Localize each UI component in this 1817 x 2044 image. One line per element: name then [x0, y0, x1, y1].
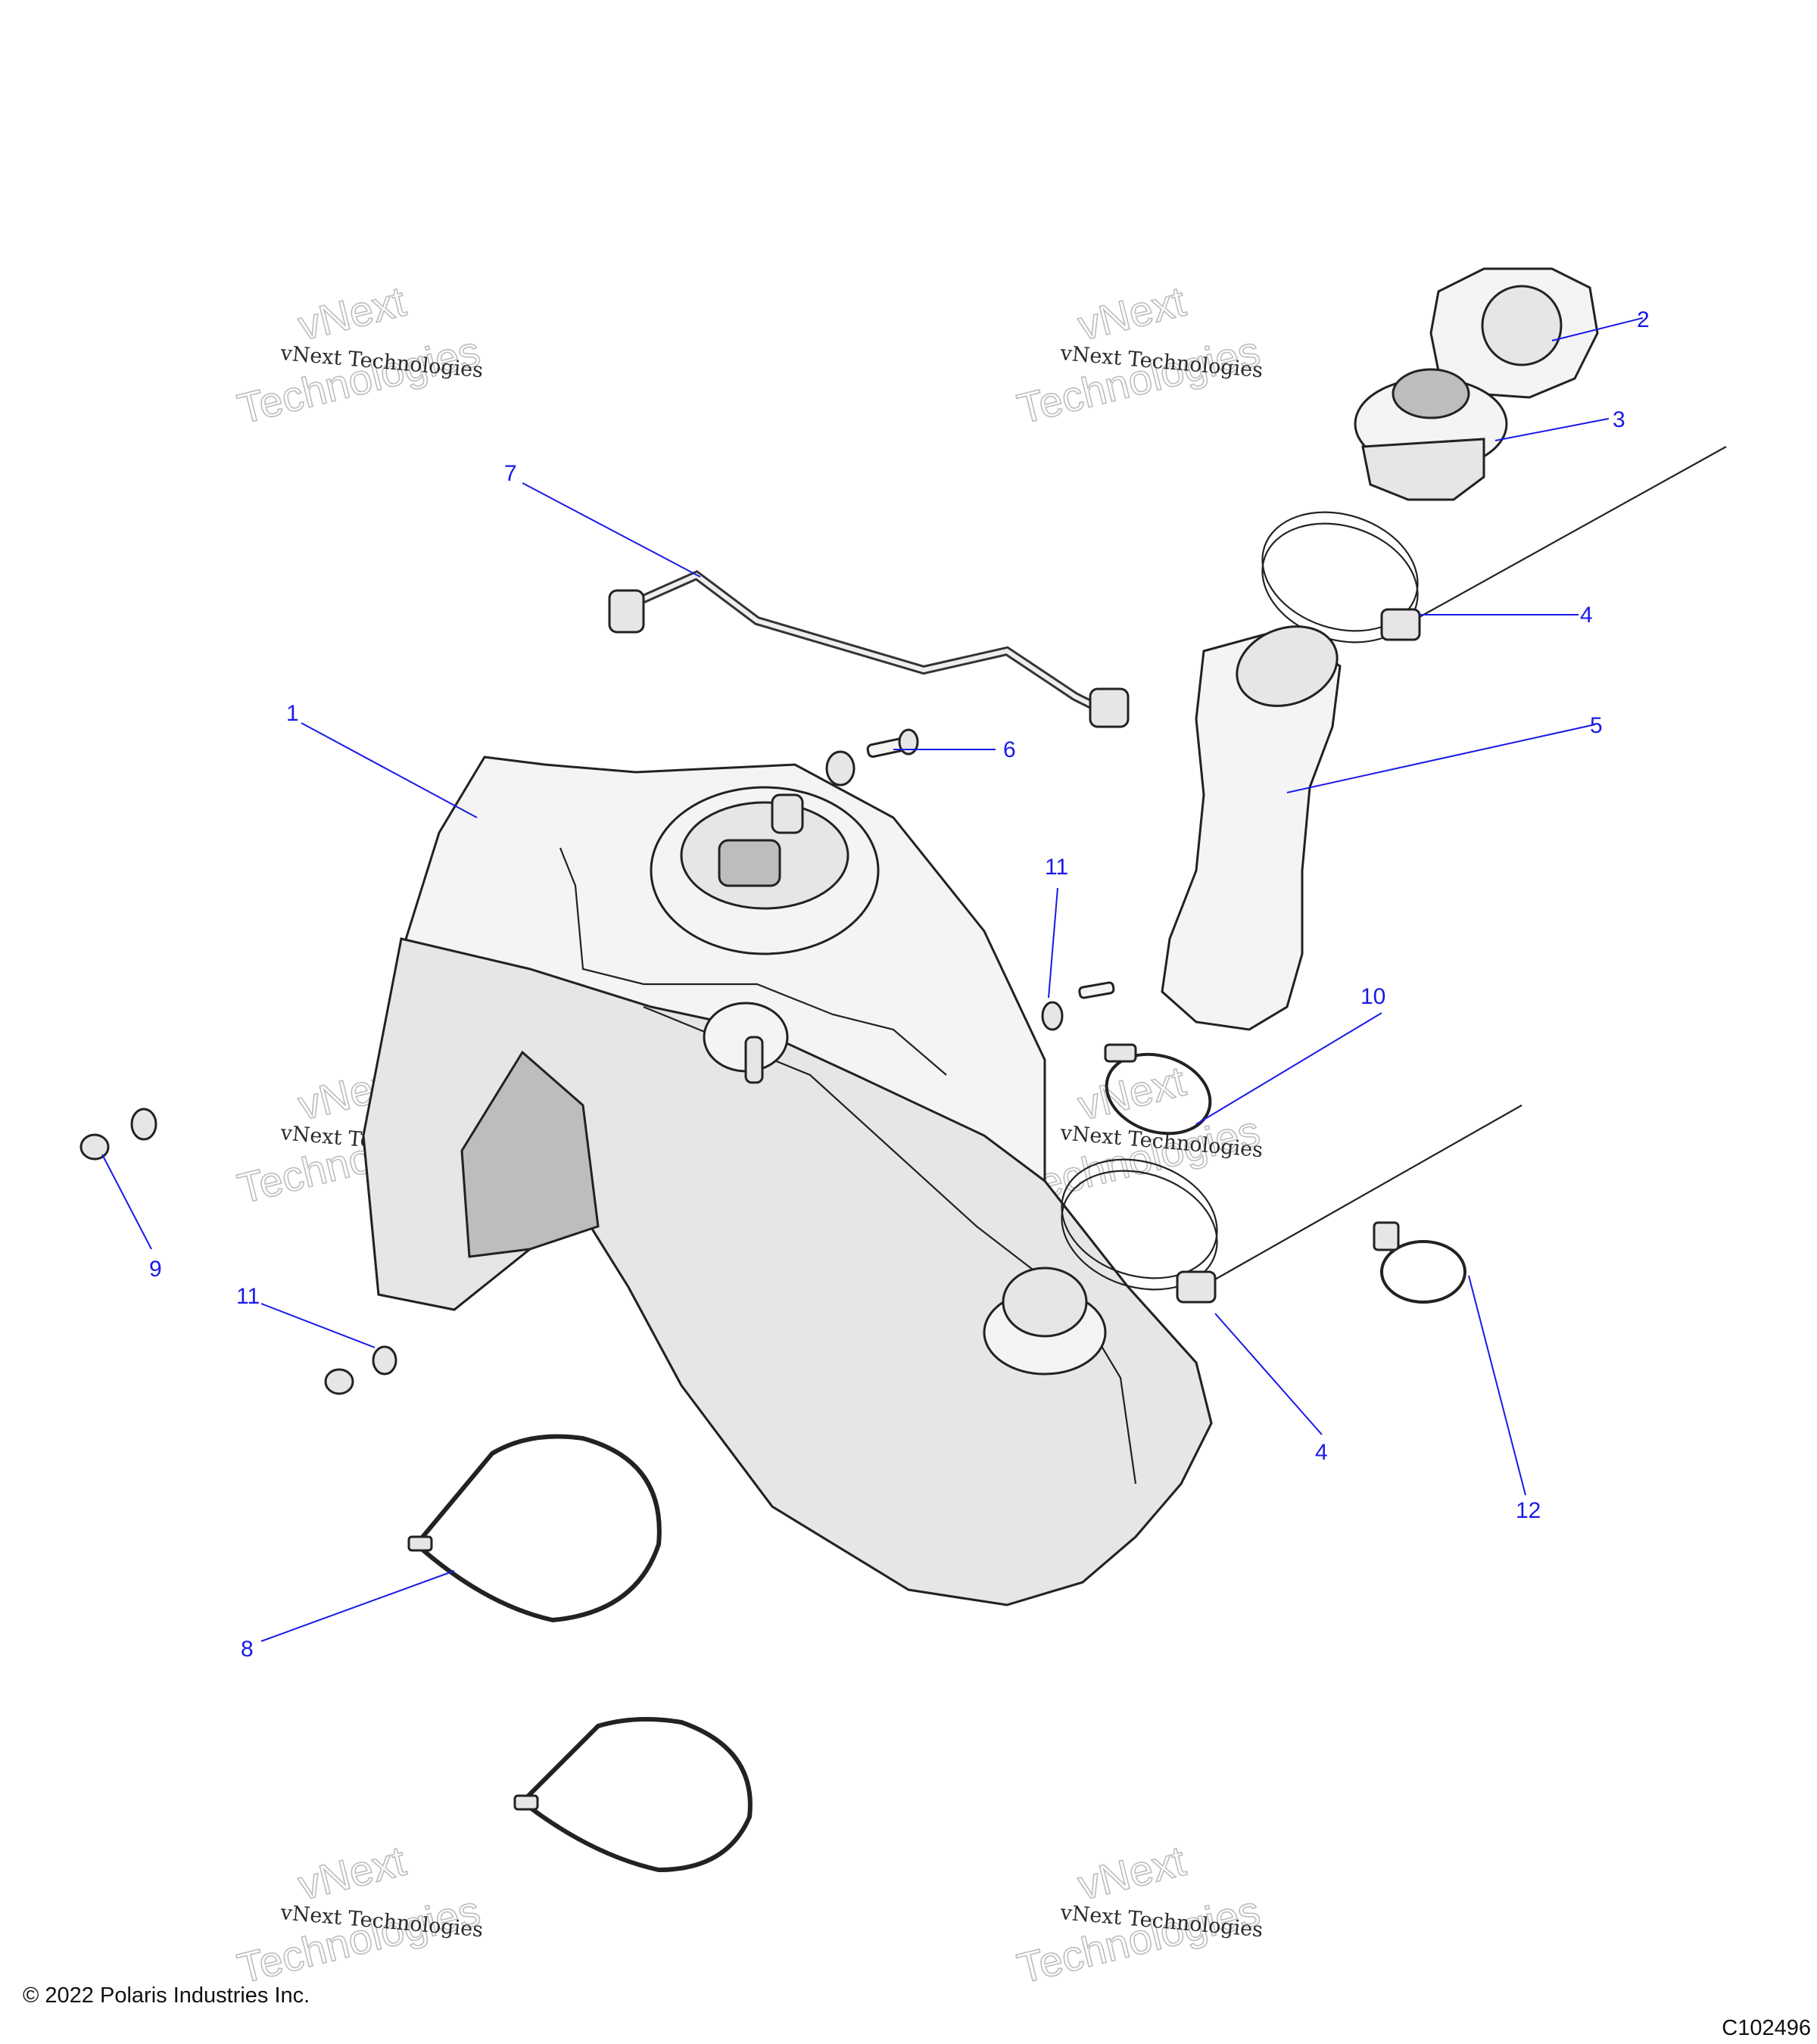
- callout-2: 2: [1637, 307, 1650, 332]
- watermark-top-left: vNext Technologies vNext Technologies: [232, 276, 485, 433]
- hose-clamp-upper-buckle: [1380, 608, 1421, 641]
- watermark-big-text: Technologies: [233, 1886, 485, 1992]
- leader-12: [1468, 1275, 1526, 1496]
- fuel-tank-ridge-line: [643, 1005, 1137, 1485]
- filler-hose-part: [1161, 625, 1342, 1031]
- watermark-big-text: Technologies: [1013, 326, 1264, 432]
- filler-adapter-threads: [1392, 368, 1470, 419]
- callout-4-upper: 4: [1580, 603, 1593, 628]
- clip-clamp-part: [1373, 1221, 1466, 1304]
- hose-clamp-lower-buckle: [1176, 1270, 1217, 1304]
- bolt-washer: [825, 750, 856, 787]
- watermark-bottom-right: vNext Technologies vNext Technologies: [1012, 1836, 1265, 1993]
- callout-10: 10: [1360, 984, 1385, 1009]
- strap-upper-part: [407, 1434, 662, 1623]
- leader-11b: [260, 1303, 376, 1348]
- callout-12: 12: [1516, 1498, 1541, 1523]
- hose-clamp-upper-band: [1261, 511, 1419, 632]
- vent-port-nipple: [744, 1036, 764, 1084]
- fuel-cap-label-disc: [1481, 285, 1563, 366]
- clip-clamp-tab: [1373, 1221, 1400, 1251]
- nut-9: [79, 1133, 110, 1161]
- leader-1: [301, 722, 478, 818]
- small-clamp-band: [1105, 1052, 1212, 1136]
- small-clamp-part: [1104, 1043, 1212, 1136]
- vent-tube-fitting-right: [1089, 687, 1130, 728]
- callout-7: 7: [504, 461, 517, 486]
- callout-4-lower: 4: [1315, 1440, 1328, 1465]
- hose-clamp-lower-band: [1061, 1158, 1218, 1279]
- bolt-11-upper: [1078, 981, 1115, 999]
- fuel-tank-seam-line: [559, 847, 947, 1076]
- nut-11-lower: [324, 1368, 354, 1395]
- hose-clamp-upper-part: [1261, 446, 1727, 643]
- copyright-text: © 2022 Polaris Industries Inc.: [23, 1983, 310, 2008]
- watermark-big-text: Technologies: [1013, 1886, 1264, 1992]
- watermark-big-text: vNext: [1074, 1837, 1191, 1909]
- callout-5: 5: [1590, 713, 1603, 738]
- filler-adapter-body: [1361, 438, 1485, 501]
- watermark-big-text: Technologies: [233, 326, 485, 432]
- callout-11-upper: 11: [1045, 855, 1068, 880]
- leader-4b: [1214, 1313, 1323, 1435]
- washer-11-part: [324, 981, 1115, 1395]
- callout-9: 9: [149, 1257, 162, 1282]
- filler-hose-body: [1161, 627, 1342, 1031]
- washer-11-upper: [1041, 1001, 1064, 1031]
- strap-lower-loop: [519, 1717, 753, 1873]
- filler-neck-opening: [1002, 1267, 1088, 1338]
- strap-lower-part: [513, 1717, 753, 1873]
- hose-clamp-lower-part: [1061, 1105, 1522, 1304]
- fuel-pump-connector: [718, 839, 781, 887]
- watermark-big-text: vNext: [1074, 277, 1191, 350]
- watermark-big-text: vNext: [294, 1837, 411, 1909]
- callout-1: 1: [286, 701, 299, 726]
- bolt-part: [825, 728, 919, 787]
- leader-3: [1494, 418, 1610, 441]
- vent-tube-line-inner: [627, 572, 1107, 714]
- leader-7: [522, 482, 701, 578]
- hose-clamp-upper-tail: [1419, 446, 1727, 618]
- fuel-pump-outlet: [771, 793, 804, 834]
- callout-8: 8: [241, 1637, 254, 1662]
- strap-lower-buckle: [513, 1794, 539, 1811]
- leader-9: [101, 1154, 152, 1250]
- filler-hose-opening: [1236, 625, 1339, 707]
- clip-clamp-band: [1380, 1240, 1466, 1304]
- callout-11-lower: 11: [236, 1284, 260, 1309]
- callout-3: 3: [1613, 407, 1625, 432]
- leader-11a: [1048, 887, 1058, 999]
- fuel-tank-part: [362, 756, 1213, 1606]
- watermark-big-text: vNext: [1074, 1057, 1191, 1129]
- strap-upper-buckle: [407, 1535, 433, 1552]
- callout-labels: 1 2 3 4 4 5 6 7 8 9 10 11 11 12: [149, 307, 1650, 1662]
- figure-id-text: C102496: [1722, 2016, 1811, 2040]
- callout-6: 6: [1003, 737, 1016, 762]
- washer-9: [130, 1108, 157, 1141]
- vent-tube-fitting-left: [608, 589, 645, 634]
- small-clamp-tab: [1104, 1043, 1137, 1063]
- vent-tube-part: [608, 570, 1130, 728]
- hose-clamp-lower-band-edge: [1061, 1170, 1218, 1291]
- fuel-tank-left-shadow: [460, 1050, 600, 1258]
- leader-lines: [101, 317, 1644, 1642]
- leader-5: [1286, 724, 1596, 793]
- hose-clamp-lower-tail: [1214, 1105, 1522, 1280]
- leader-8: [260, 1570, 455, 1642]
- watermark-bottom-left: vNext Technologies vNext Technologies: [232, 1836, 485, 1993]
- fuel-cap-part: [1429, 267, 1599, 399]
- vent-tube-line: [626, 570, 1108, 716]
- strap-upper-loop: [413, 1434, 662, 1623]
- watermark-top-right: vNext Technologies vNext Technologies: [1012, 276, 1265, 433]
- filler-adapter-part: [1354, 368, 1508, 501]
- leader-2: [1551, 317, 1644, 341]
- washer-11-lower: [372, 1345, 397, 1376]
- watermark-big-text: vNext: [294, 277, 411, 350]
- nut-washer-part: [79, 1108, 157, 1161]
- leader-10: [1195, 1012, 1382, 1125]
- bolt-head: [898, 728, 919, 756]
